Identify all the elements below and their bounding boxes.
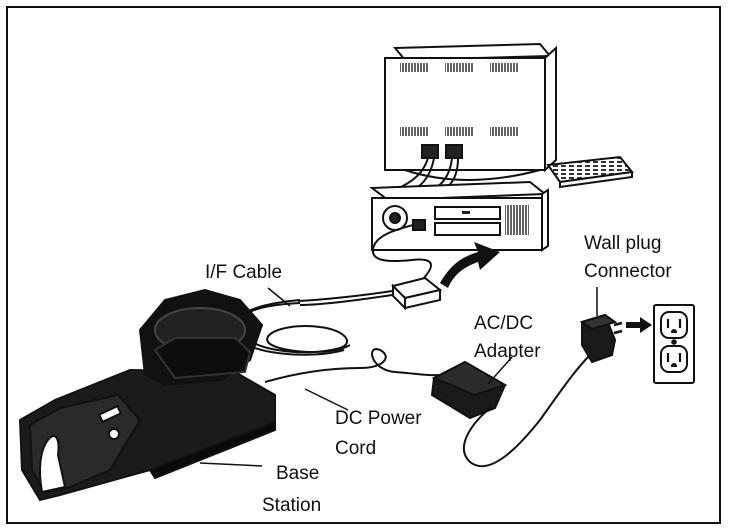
monitor-vent <box>400 127 428 136</box>
label-wall-plug-line2: Connector <box>584 261 672 283</box>
label-base-line1: Base <box>276 463 319 485</box>
wall-plug-connector <box>582 315 622 362</box>
monitor-vent <box>400 63 428 72</box>
label-dc-cord-line2: Cord <box>335 438 376 460</box>
keyboard <box>548 157 632 187</box>
label-adapter-line2: Adapter <box>474 341 541 363</box>
leader-lines <box>200 287 597 466</box>
label-base-line2: Station <box>262 495 321 517</box>
monitor-vent <box>490 127 518 136</box>
base-station <box>20 290 275 500</box>
case-vent <box>505 205 529 235</box>
ac-dc-adapter <box>432 362 505 418</box>
label-adapter-line1: AC/DC <box>474 313 533 335</box>
interface-adapter-box <box>393 278 440 308</box>
label-dc-cord-line1: DC Power <box>335 408 422 430</box>
label-if-cable: I/F Cable <box>205 262 282 284</box>
interface-port <box>413 220 425 230</box>
wall-outlet <box>654 305 694 383</box>
label-wall-plug-line1: Wall plug <box>584 233 661 255</box>
monitor-port <box>446 145 462 158</box>
monitor-vent <box>445 127 473 136</box>
status-led <box>109 429 119 439</box>
plug-in-arrow <box>626 317 652 333</box>
monitor-vent <box>490 63 518 72</box>
computer-case <box>372 182 548 250</box>
monitor <box>385 44 556 180</box>
monitor-vent <box>445 63 473 72</box>
monitor-port <box>422 145 438 158</box>
